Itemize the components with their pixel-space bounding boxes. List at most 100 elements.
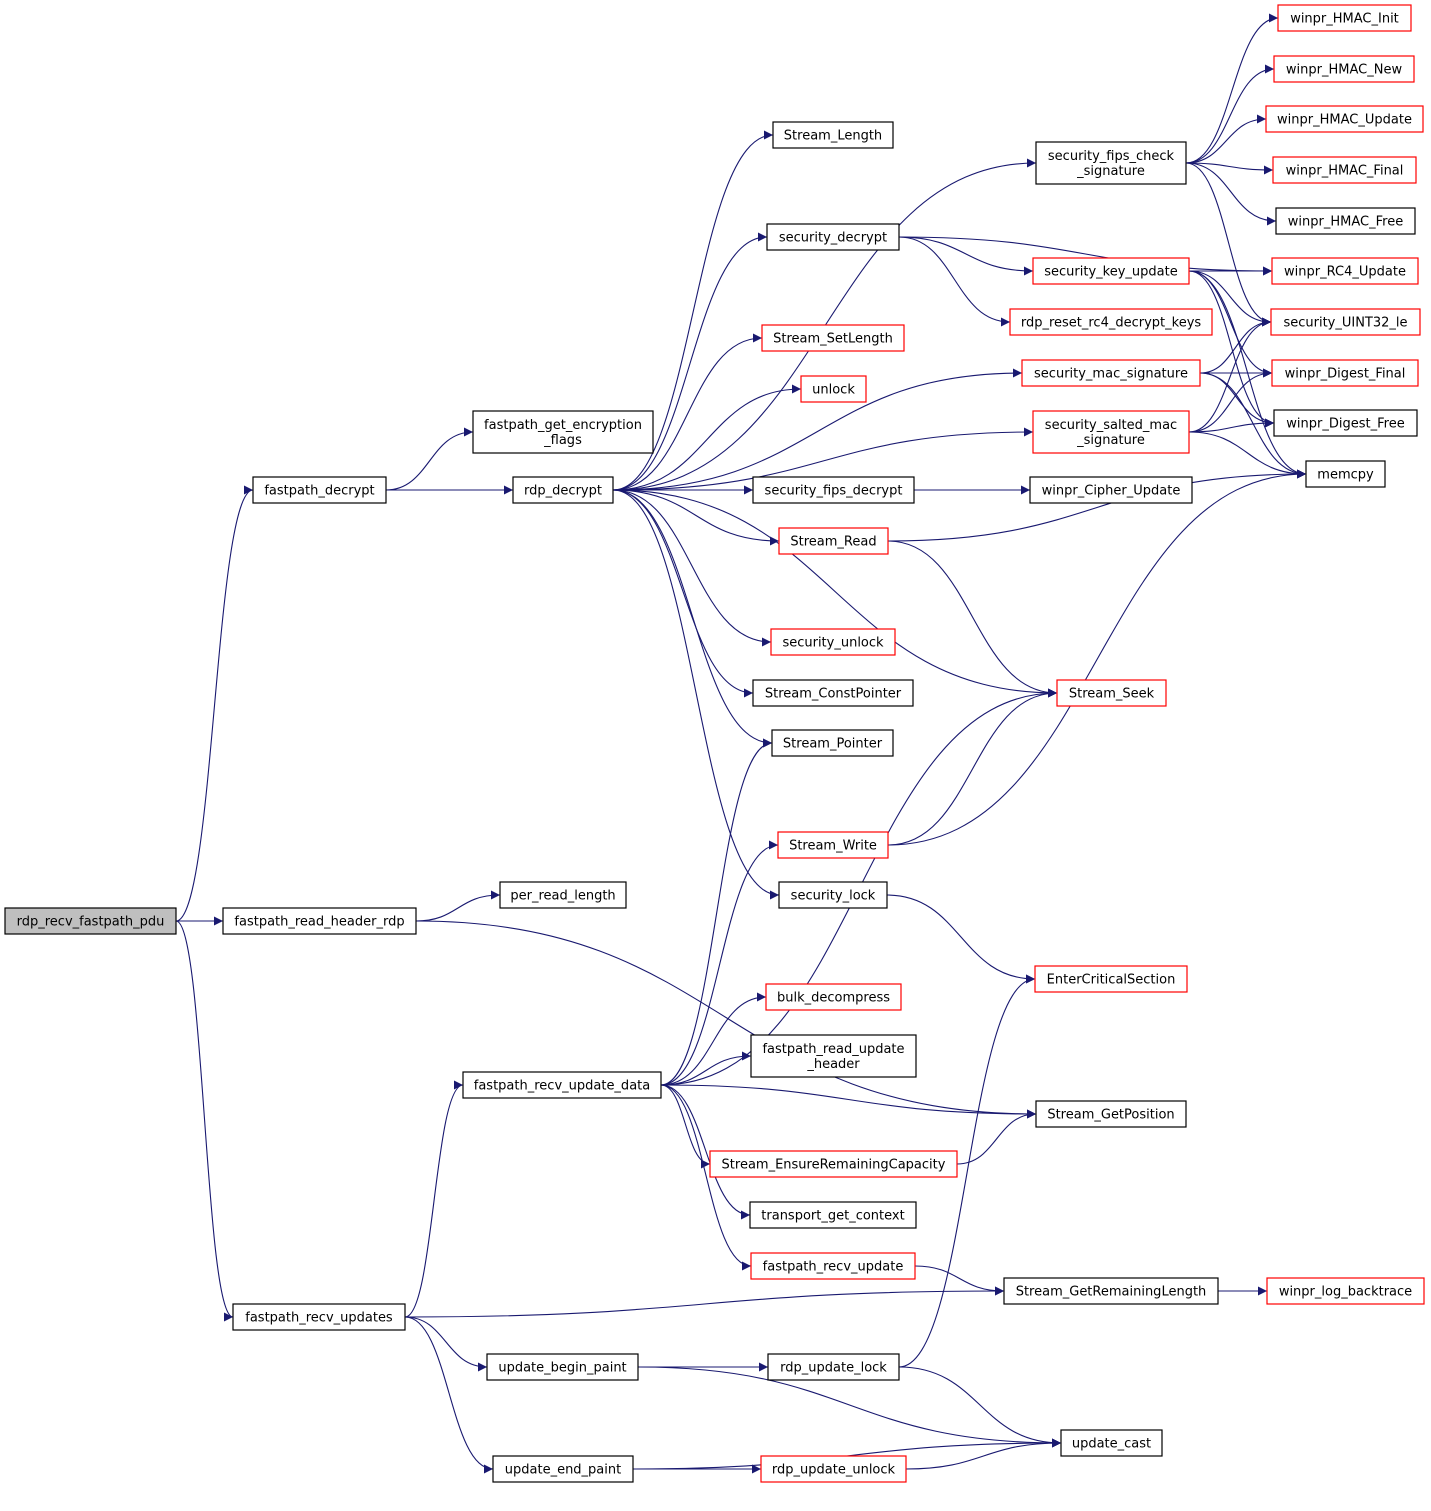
edge-line — [612, 333, 763, 491]
graph-node-digest-final[interactable]: winpr_Digest_Final — [1271, 359, 1419, 387]
edge-update-begin-paint-to-update-cast — [637, 1366, 1062, 1448]
graph-node-rc4-update[interactable]: winpr_RC4_Update — [1271, 257, 1419, 285]
edge-line — [1188, 270, 1272, 327]
node-label: Stream_Pointer — [783, 737, 883, 752]
graph-node-security-mac-sig[interactable]: security_mac_signature — [1021, 359, 1201, 387]
graph-node-security-decrypt[interactable]: security_decrypt — [766, 223, 900, 251]
edge-security-salted-mac-to-digest-free — [1188, 418, 1275, 433]
node-label: fastpath_read_header_rdp — [234, 915, 404, 930]
graph-node-fp-get-enc[interactable]: fastpath_get_encryption_flags — [472, 410, 654, 454]
graph-node-stream-constpointer[interactable]: Stream_ConstPointer — [752, 679, 914, 707]
graph-node-security-key-update[interactable]: security_key_update — [1032, 257, 1190, 285]
edge-root-to-fp-recv-updates — [175, 920, 234, 1322]
graph-node-update-end-paint[interactable]: update_end_paint — [492, 1455, 634, 1483]
graph-node-stream-pointer[interactable]: Stream_Pointer — [771, 729, 894, 757]
graph-node-enter-crit[interactable]: EnterCriticalSection — [1034, 965, 1188, 993]
node-label: security_decrypt — [779, 231, 887, 246]
graph-node-stream-ensure[interactable]: Stream_EnsureRemainingCapacity — [709, 1150, 958, 1178]
edge-security-mac-sig-to-uint32-le — [1199, 317, 1272, 374]
node-box — [492, 1455, 634, 1483]
graph-node-root[interactable]: rdp_recv_fastpath_pdu — [4, 907, 177, 935]
graph-node-security-lock[interactable]: security_lock — [778, 881, 888, 909]
edge-rdp-decrypt-to-stream-seek — [612, 489, 1058, 698]
node-label: rdp_reset_rc4_decrypt_keys — [1021, 316, 1202, 331]
node-box — [765, 983, 902, 1011]
graph-node-stream-setlength[interactable]: Stream_SetLength — [761, 324, 905, 352]
node-label: _header — [806, 1057, 860, 1072]
graph-node-update-begin-paint[interactable]: update_begin_paint — [486, 1353, 639, 1381]
node-label: unlock — [812, 383, 855, 398]
edge-line — [1199, 317, 1272, 374]
edge-line — [612, 232, 768, 491]
node-label: Stream_EnsureRemainingCapacity — [722, 1158, 946, 1173]
graph-node-rdp-update-lock[interactable]: rdp_update_lock — [767, 1353, 900, 1381]
node-label: winpr_HMAC_Free — [1288, 215, 1403, 230]
graph-node-fp-recv-updates[interactable]: fastpath_recv_updates — [232, 1303, 406, 1331]
node-label: Stream_Length — [784, 129, 882, 144]
edge-line — [612, 489, 780, 546]
graph-node-bulk-decompress[interactable]: bulk_decompress — [765, 983, 902, 1011]
graph-node-winpr-cipher-update[interactable]: winpr_Cipher_Update — [1029, 476, 1193, 504]
edge-line — [175, 920, 234, 1322]
edge-line — [1185, 13, 1279, 164]
edge-rdp-decrypt-to-unlock — [612, 384, 802, 491]
graph-node-stream-write[interactable]: Stream_Write — [777, 831, 889, 859]
edge-rdp-update-unlock-to-update-cast — [905, 1438, 1062, 1470]
edge-security-fips-check-to-hmac-free — [1185, 162, 1277, 226]
edge-fp-recv-update-data-to-stream-write — [660, 840, 779, 1086]
graph-node-per-read-length[interactable]: per_read_length — [499, 881, 627, 909]
graph-node-rdp-update-unlock[interactable]: rdp_update_unlock — [760, 1455, 907, 1483]
graph-node-transport-get-context[interactable]: transport_get_context — [749, 1201, 917, 1229]
graph-node-unlock[interactable]: unlock — [800, 375, 867, 403]
graph-node-fp-read-hdr[interactable]: fastpath_read_header_rdp — [222, 907, 417, 935]
node-label: winpr_RC4_Update — [1284, 265, 1406, 280]
edge-security-fips-check-to-hmac-init — [1185, 13, 1279, 164]
node-box — [752, 476, 915, 504]
graph-node-security-unlock[interactable]: security_unlock — [770, 628, 896, 656]
node-label: Stream_ConstPointer — [765, 687, 902, 702]
graph-node-update-cast[interactable]: update_cast — [1060, 1429, 1163, 1457]
edge-line — [660, 1084, 711, 1169]
graph-node-stream-length[interactable]: Stream_Length — [772, 121, 894, 149]
node-label: transport_get_context — [761, 1209, 904, 1224]
graph-node-security-fips-decrypt[interactable]: security_fips_decrypt — [752, 476, 915, 504]
node-label: Stream_Read — [790, 535, 876, 550]
graph-node-stream-getposition[interactable]: Stream_GetPosition — [1035, 1100, 1187, 1128]
graph-node-log-backtrace[interactable]: winpr_log_backtrace — [1266, 1277, 1425, 1305]
node-label: rdp_recv_fastpath_pdu — [17, 915, 165, 930]
node-box — [222, 907, 417, 935]
node-label: rdp_decrypt — [524, 484, 602, 499]
node-box — [761, 324, 905, 352]
node-label: security_fips_check — [1048, 149, 1175, 164]
node-box — [750, 1252, 916, 1280]
graph-node-hmac-init[interactable]: winpr_HMAC_Init — [1277, 4, 1412, 32]
edge-line — [612, 489, 754, 698]
graph-node-security-fips-check[interactable]: security_fips_check_signature — [1035, 141, 1187, 185]
graph-node-uint32-le[interactable]: security_UINT32_le — [1270, 308, 1421, 336]
node-box — [4, 907, 177, 935]
edge-fp-recv-update-to-stream-getremaining — [914, 1265, 1005, 1296]
graph-node-stream-read[interactable]: Stream_Read — [778, 527, 889, 555]
graph-node-security-salted-mac[interactable]: security_salted_mac_signature — [1032, 410, 1190, 454]
edge-security-mac-sig-to-digest-free — [1199, 372, 1275, 428]
node-label: fastpath_get_encryption — [484, 418, 642, 433]
graph-node-fp-decrypt[interactable]: fastpath_decrypt — [252, 476, 387, 504]
graph-node-fp-recv-update-data[interactable]: fastpath_recv_update_data — [462, 1071, 662, 1099]
node-label: security_salted_mac — [1045, 418, 1177, 433]
edge-fp-read-hdr-to-stream-getposition — [415, 920, 1037, 1119]
graph-node-stream-getremaining[interactable]: Stream_GetRemainingLength — [1003, 1277, 1219, 1305]
graph-node-stream-seek[interactable]: Stream_Seek — [1056, 679, 1167, 707]
graph-node-hmac-new[interactable]: winpr_HMAC_New — [1273, 55, 1415, 83]
edge-stream-write-to-memcpy — [887, 469, 1307, 846]
graph-node-hmac-update[interactable]: winpr_HMAC_Update — [1265, 105, 1424, 133]
graph-node-fp-recv-update[interactable]: fastpath_recv_update — [750, 1252, 916, 1280]
graph-node-rdp-reset-rc4[interactable]: rdp_reset_rc4_decrypt_keys — [1009, 308, 1213, 336]
graph-node-hmac-free[interactable]: winpr_HMAC_Free — [1275, 207, 1416, 235]
graph-node-memcpy[interactable]: memcpy — [1305, 460, 1386, 488]
graph-node-digest-free[interactable]: winpr_Digest_Free — [1273, 409, 1418, 437]
graph-node-fp-read-update-hdr[interactable]: fastpath_read_update_header — [750, 1034, 917, 1078]
node-label: security_UINT32_le — [1283, 316, 1407, 331]
graph-node-rdp-decrypt[interactable]: rdp_decrypt — [512, 476, 614, 504]
graph-node-hmac-final[interactable]: winpr_HMAC_Final — [1272, 156, 1417, 184]
edge-rdp-decrypt-to-security-unlock — [612, 489, 772, 647]
